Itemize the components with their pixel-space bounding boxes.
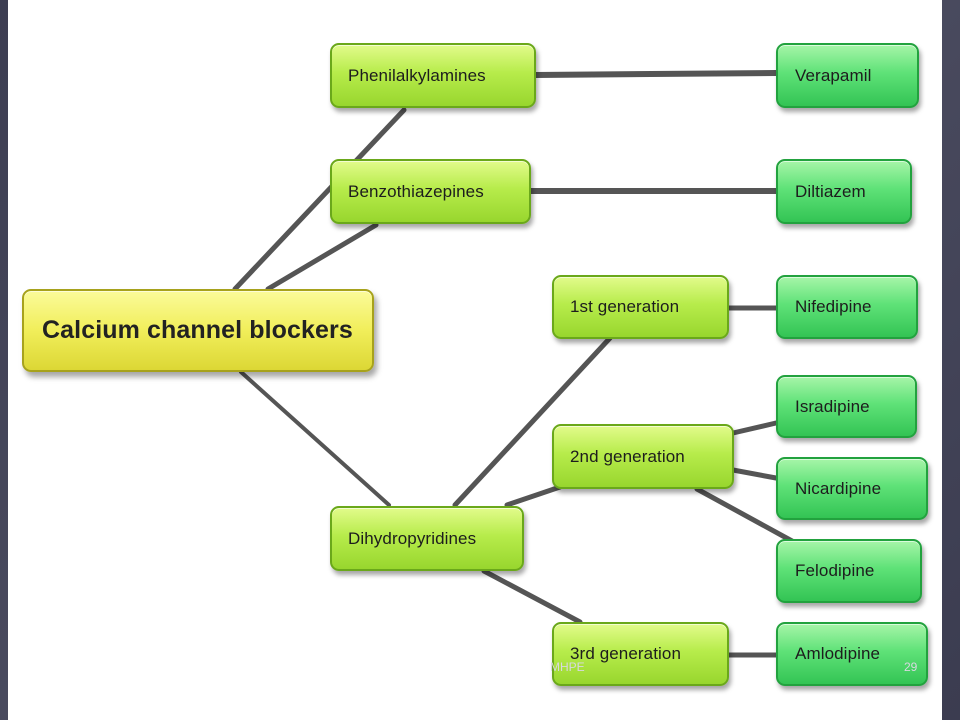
connector-second-nicardipine [730, 467, 779, 481]
node-1st-generation: 1st generation [552, 275, 729, 339]
node-phenilalkylamines: Phenilalkylamines [330, 43, 536, 108]
node-dihydropyridines: Dihydropyridines [330, 506, 524, 571]
node-2nd-generation: 2nd generation [552, 424, 734, 489]
node-isradipine: Isradipine [776, 375, 917, 438]
node-felodipine: Felodipine [776, 539, 922, 603]
node-3rd-generation: 3rd generation [552, 622, 729, 686]
connector-root-dihydropyridines [239, 370, 391, 507]
connector-dihydropyridines-first [452, 335, 613, 508]
node-label: Nicardipine [795, 478, 882, 498]
node-nicardipine: Nicardipine [776, 457, 928, 520]
connector-root-benzothiazepines [265, 222, 379, 292]
node-verapamil: Verapamil [776, 43, 919, 108]
node-label: Dihydropyridines [348, 528, 477, 548]
node-label: Diltiazem [795, 181, 866, 201]
connector-root-phenilalkylamines [232, 107, 407, 292]
connector-dihydropyridines-second [504, 484, 563, 508]
node-label: Verapamil [795, 65, 872, 85]
node-label: Felodipine [795, 561, 875, 580]
node-amlodipine: Amlodipine [776, 622, 928, 686]
page-number: 29 [904, 660, 918, 674]
node-label: Nifedipine [795, 297, 872, 316]
node-label: 1st generation [570, 297, 680, 316]
connector-dihydropyridines-third [481, 568, 583, 625]
node-label: Phenilalkylamines [348, 65, 486, 85]
node-label: Calcium channel blockers [42, 316, 353, 344]
node-calcium-channel-blockers: Calcium channel blockers [22, 289, 374, 372]
node-label: 2nd generation [570, 446, 685, 466]
connector-second-felodipine [694, 486, 795, 544]
connector-second-isradipine [730, 420, 779, 436]
footer-left-text: MHPE [550, 660, 585, 674]
node-label: Isradipine [795, 396, 870, 416]
node-label: Benzothiazepines [348, 181, 484, 201]
node-label: 3rd generation [570, 644, 682, 663]
node-diltiazem: Diltiazem [776, 159, 912, 224]
node-label: Amlodipine [795, 644, 881, 663]
node-benzothiazepines: Benzothiazepines [330, 159, 531, 224]
node-nifedipine: Nifedipine [776, 275, 918, 339]
connector-phenilalkylamines-verapamil [532, 70, 779, 78]
